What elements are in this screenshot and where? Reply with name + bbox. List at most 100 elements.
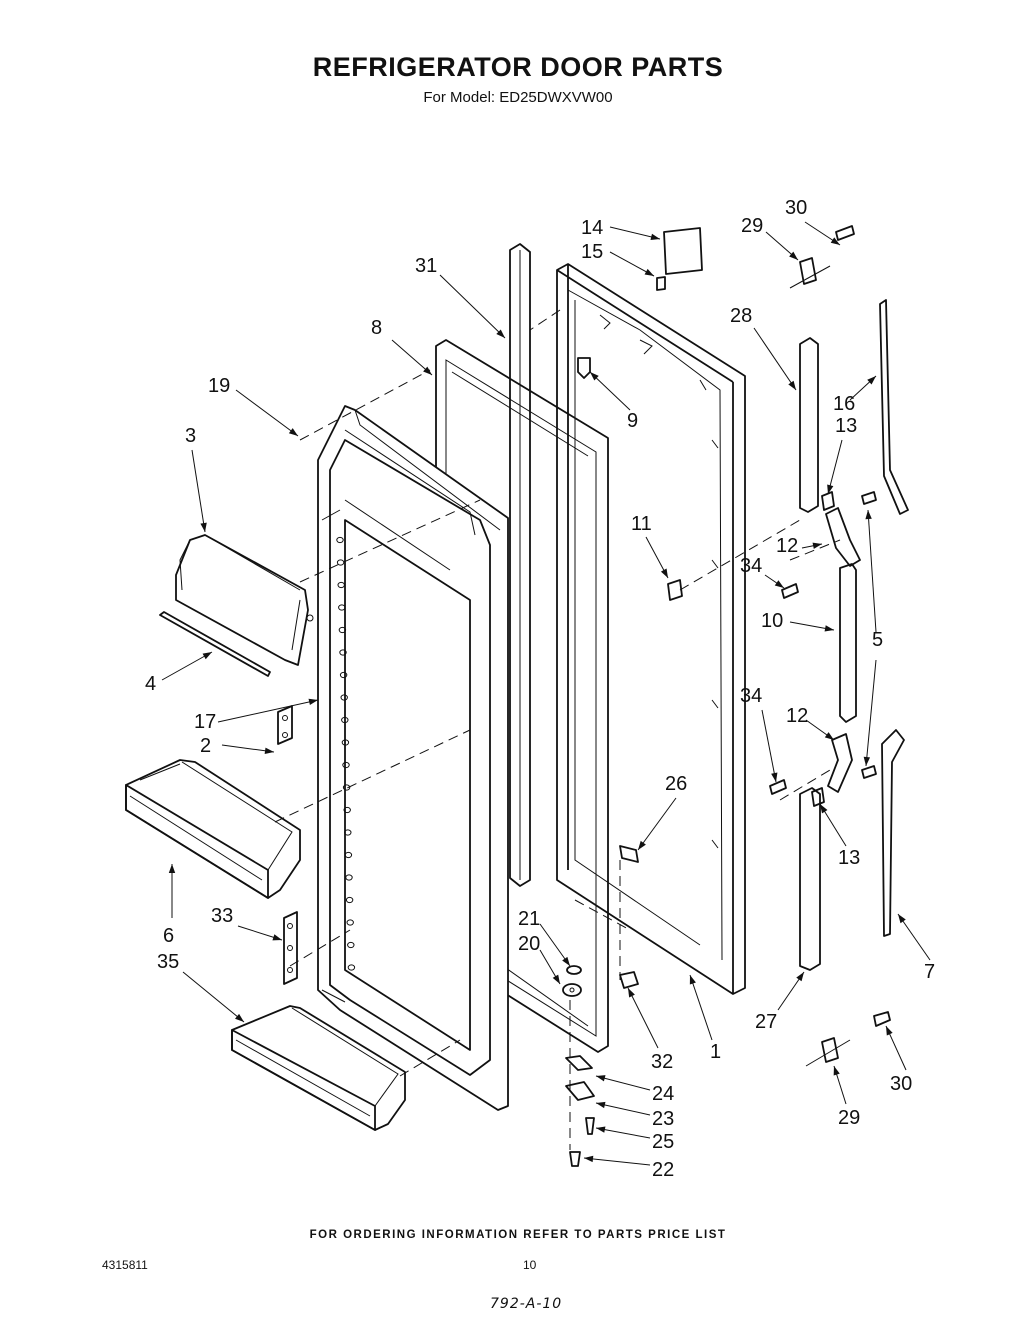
- leader-arrowhead: [200, 522, 207, 532]
- callout-25: 25: [652, 1131, 674, 1153]
- handle-trim-28: [799, 337, 819, 513]
- shelf-hole: [347, 941, 355, 949]
- clip-26: [619, 845, 639, 863]
- callout-1: 1: [710, 1041, 721, 1063]
- leader-arrowhead: [562, 956, 570, 966]
- shelf-hole: [344, 829, 352, 836]
- callout-leaders: [161, 221, 931, 1166]
- callout-5: 5: [872, 629, 883, 651]
- callout-30-top: 30: [785, 197, 807, 219]
- shelf-hole: [336, 559, 345, 566]
- shelf-hole: [338, 626, 347, 634]
- leader-arrowhead: [788, 380, 796, 390]
- leader-arrowhead: [496, 329, 505, 338]
- door-gasket-strip: [509, 243, 531, 887]
- leader-arrowhead: [644, 268, 654, 276]
- screw-34-top: [781, 583, 799, 599]
- leader-arrowhead: [820, 804, 828, 814]
- callout-15: 15: [581, 241, 603, 263]
- leader-arrowhead: [833, 1066, 840, 1076]
- callout-34-bottom: 34: [740, 685, 762, 707]
- leader-line: [583, 1157, 651, 1166]
- shelf-hole: [345, 874, 353, 881]
- leader-arrowhead: [168, 864, 176, 873]
- hinge-block-29-top: [789, 257, 831, 289]
- callout-10: 10: [761, 610, 783, 632]
- leader-arrowhead: [288, 428, 298, 436]
- callout-9: 9: [627, 410, 638, 432]
- screw-34-bottom: [769, 779, 787, 795]
- hinge-bushing-21: [566, 965, 582, 975]
- leader-arrowhead: [596, 1075, 606, 1082]
- shelf-hole: [347, 964, 356, 971]
- hinge-bracket-23: [565, 1081, 595, 1101]
- alignment-lines: [274, 309, 841, 1150]
- leader-arrowhead: [596, 1126, 606, 1133]
- callout-22: 22: [652, 1159, 674, 1181]
- leader-line: [217, 699, 319, 723]
- leader-line: [689, 974, 713, 1041]
- cap-32: [619, 971, 639, 989]
- callout-23: 23: [652, 1108, 674, 1130]
- shelf-hole: [344, 851, 353, 859]
- leader-arrowhead: [771, 772, 778, 782]
- door-bin-large: [125, 759, 301, 899]
- callout-12-top: 12: [776, 535, 798, 557]
- shelf-hole: [338, 604, 346, 611]
- leader-line: [761, 709, 777, 783]
- callout-27: 27: [755, 1011, 777, 1033]
- callout-20: 20: [518, 933, 540, 955]
- end-cap-13-top: [821, 491, 835, 511]
- leader-line: [637, 797, 677, 851]
- document-number: 4315811: [102, 1258, 148, 1272]
- door-outer-panel: [556, 263, 746, 995]
- callout-6: 6: [163, 925, 174, 947]
- shelf-hole: [340, 694, 348, 701]
- shelf-hole: [342, 761, 350, 769]
- callout-16: 16: [833, 393, 855, 415]
- inner-door-liner: [317, 405, 509, 1111]
- leader-line: [182, 971, 245, 1023]
- leader-arrowhead: [584, 1155, 594, 1163]
- shelf-hole: [346, 919, 354, 926]
- label-15: [656, 276, 666, 291]
- shelf-hole: [343, 806, 351, 814]
- shelf-hole: [342, 784, 351, 791]
- liner-shelf-holes: [336, 536, 356, 971]
- leader-arrowhead: [789, 251, 798, 260]
- dairy-compartment-door: [175, 534, 314, 666]
- callout-19: 19: [208, 375, 230, 397]
- callout-2: 2: [200, 735, 211, 757]
- leader-arrowhead: [423, 366, 432, 375]
- callout-29-top: 29: [741, 215, 763, 237]
- screw-5-top: [861, 491, 877, 505]
- leader-arrowhead: [628, 988, 635, 998]
- screw-30-top: [835, 225, 855, 241]
- leader-line: [827, 439, 843, 495]
- handle-bracket-12-bottom: [827, 733, 853, 793]
- leader-arrowhead: [812, 542, 822, 549]
- leader-arrowhead: [272, 934, 282, 941]
- handle-bracket-12-top: [825, 507, 861, 567]
- leader-arrowhead: [264, 747, 274, 754]
- callout-12-bottom: 12: [786, 705, 808, 727]
- leader-line: [753, 327, 797, 391]
- handle-16: [879, 299, 909, 515]
- leader-arrowhead: [898, 914, 906, 924]
- screw-30-bottom: [873, 1011, 891, 1027]
- leader-line: [865, 659, 877, 767]
- page-number: 10: [523, 1258, 537, 1272]
- callout-7: 7: [924, 961, 935, 983]
- plug-9: [577, 357, 591, 379]
- leader-line: [439, 274, 506, 339]
- callout-32: 32: [651, 1051, 673, 1073]
- leader-line: [191, 449, 206, 533]
- callout-8: 8: [371, 317, 382, 339]
- callout-26: 26: [665, 773, 687, 795]
- callout-24: 24: [652, 1083, 674, 1105]
- callout-14: 14: [581, 217, 603, 239]
- leader-arrowhead: [202, 652, 212, 660]
- callout-34-top: 34: [740, 555, 762, 577]
- callout-30-bottom: 30: [890, 1073, 912, 1095]
